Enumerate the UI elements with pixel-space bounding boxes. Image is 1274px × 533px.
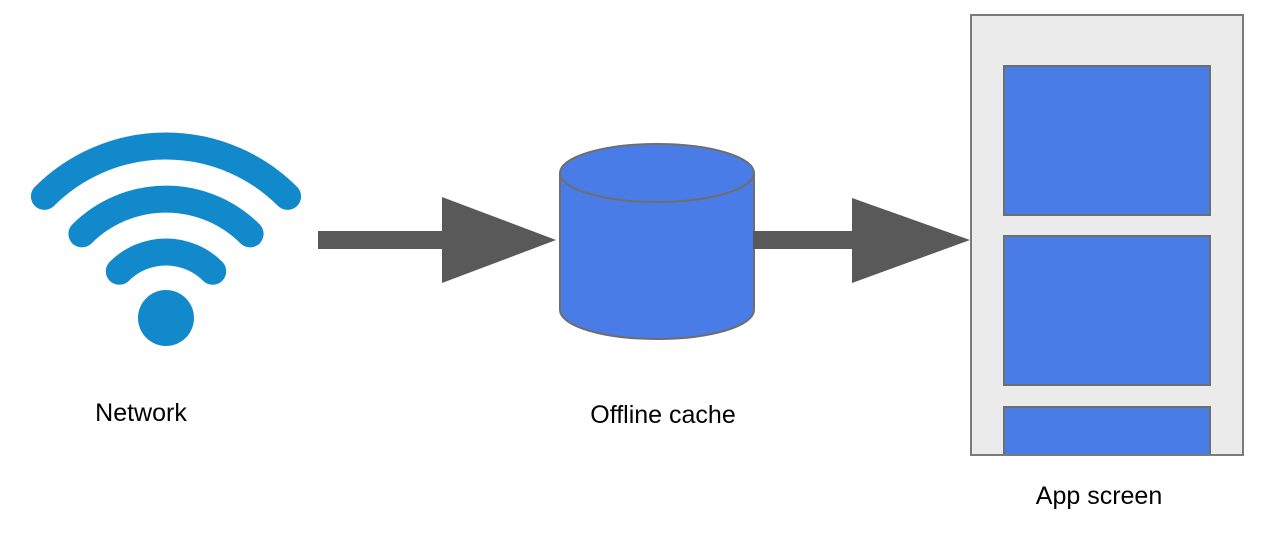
node-label-app-screen: App screen: [1035, 482, 1163, 510]
app-screen-mockup: [970, 14, 1244, 456]
wifi-icon: [30, 132, 302, 346]
wifi-dot: [138, 290, 194, 346]
arrow-shape: [753, 198, 970, 283]
cylinder-body: [559, 173, 755, 340]
wifi-arc-inner: [105, 238, 227, 285]
node-label-offline-cache: Offline cache: [590, 401, 736, 429]
content-block: [1003, 235, 1211, 386]
wifi-arc-outer: [30, 132, 302, 210]
cylinder-top: [559, 143, 755, 203]
arrow-shape: [318, 197, 556, 283]
arrow-right-icon: [318, 197, 556, 283]
node-label-network: Network: [95, 399, 187, 427]
content-block: [1003, 406, 1211, 454]
database-cylinder-icon: [559, 143, 755, 340]
content-block: [1003, 65, 1211, 216]
wifi-arc-middle: [68, 185, 264, 248]
arrow-right-icon: [753, 198, 970, 283]
